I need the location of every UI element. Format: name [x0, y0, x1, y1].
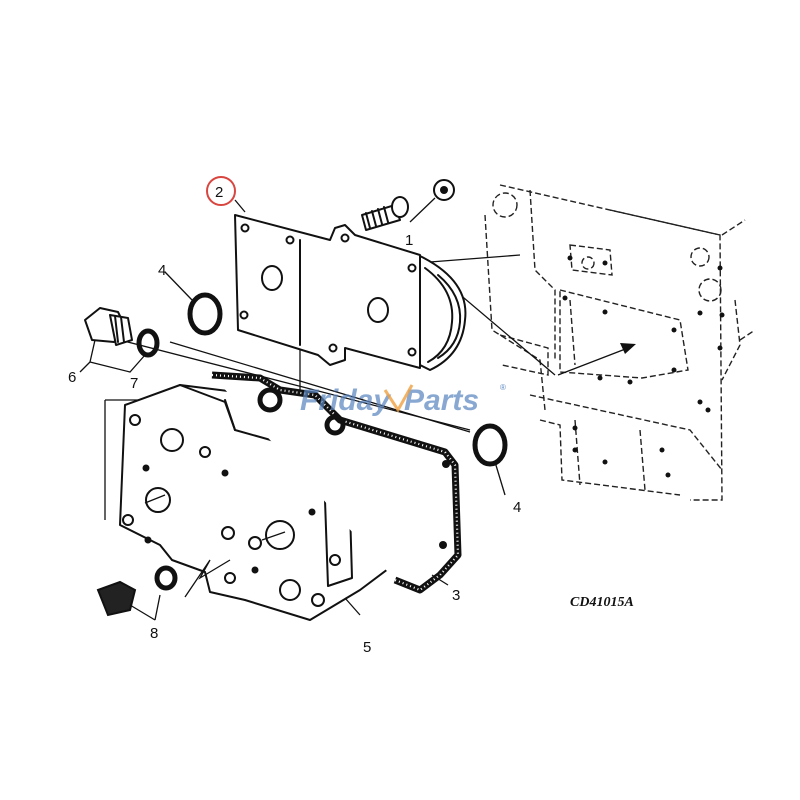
part-2-cooler-cover[interactable] [234, 214, 467, 371]
callout-8[interactable]: 8 [150, 625, 158, 642]
callout-4-right[interactable]: 4 [513, 499, 521, 516]
callout-2[interactable]: 2 [215, 184, 223, 201]
callout-4-upper[interactable]: 4 [158, 262, 166, 279]
leader-lines [79, 197, 506, 621]
part-7-washer [136, 328, 160, 358]
callout-5[interactable]: 5 [363, 639, 371, 656]
drawing-code: CD41015A [570, 595, 634, 610]
callout-7[interactable]: 7 [130, 375, 138, 392]
part-3-gasket [211, 371, 462, 594]
callouts: 2 1 4 4 3 5 6 7 8 [68, 176, 521, 656]
watermark-text-parts: Parts [404, 384, 479, 417]
part-8-plug[interactable] [96, 565, 178, 617]
callout-3[interactable]: 3 [452, 587, 460, 604]
engine-block-outline [484, 184, 756, 501]
watermark-logo: Friday Parts ® [300, 383, 506, 417]
part-4-o-rings [187, 292, 508, 467]
callout-1[interactable]: 1 [405, 232, 413, 249]
part-6-plug[interactable] [84, 307, 133, 346]
watermark-text-friday: Friday [300, 384, 391, 417]
callout-6[interactable]: 6 [68, 369, 76, 386]
watermark-check-icon [383, 384, 414, 413]
part-1-cap-screw[interactable] [361, 179, 455, 231]
callout-2-highlight-ring [206, 176, 236, 206]
watermark-registered: ® [500, 383, 506, 392]
